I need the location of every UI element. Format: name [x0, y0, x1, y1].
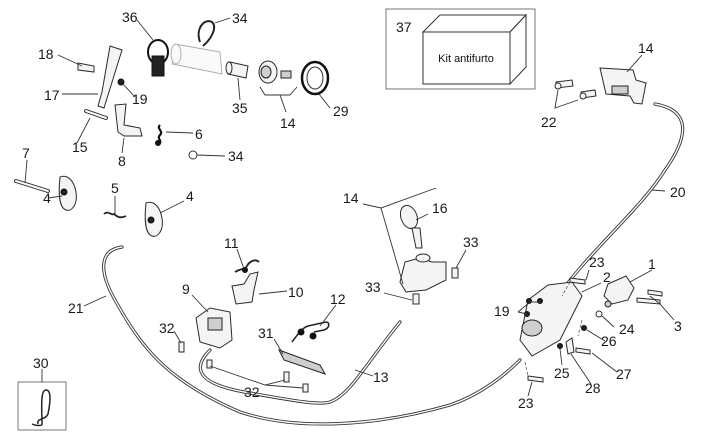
callout-23-top: 23	[589, 254, 605, 270]
washer-34	[188, 150, 198, 160]
nut-26	[581, 325, 587, 331]
callout-37: 37	[396, 19, 412, 35]
lever-10	[231, 271, 259, 305]
callout-34-mid: 34	[228, 148, 244, 164]
kit-antifurto-box: Kit antifurto	[385, 8, 536, 90]
callout-4-left: 4	[43, 190, 51, 206]
pin-18	[77, 62, 95, 73]
cable-13	[198, 320, 402, 405]
callout-17: 17	[44, 87, 60, 103]
callout-11: 11	[224, 235, 239, 251]
spring-5	[103, 211, 127, 219]
screw-23-top	[569, 277, 586, 285]
callout-8: 8	[118, 153, 126, 169]
callout-30: 30	[33, 355, 49, 371]
callout-32-bottom: 32	[244, 384, 260, 400]
callout-14-mid: 14	[343, 190, 359, 206]
small-parts	[524, 277, 603, 383]
latch-plate-14	[599, 67, 647, 105]
sleeve-35	[225, 61, 249, 79]
latch-4-right	[144, 201, 163, 237]
nut-25	[557, 343, 563, 349]
clip-28	[565, 337, 575, 355]
callout-22: 22	[541, 114, 557, 130]
callout-21: 21	[68, 300, 84, 316]
lock-36	[147, 39, 169, 77]
callout-19-right: 19	[494, 303, 510, 319]
spring-12	[291, 321, 330, 343]
callout-33-left: 33	[365, 279, 381, 295]
plate-31	[277, 349, 327, 375]
spring-11	[234, 259, 260, 273]
callout-32-left: 32	[159, 320, 175, 336]
callout-34-top: 34	[232, 10, 248, 26]
lock-cap-14	[258, 60, 292, 84]
lock-cylinder-housing	[170, 43, 223, 75]
nut-19-b	[537, 298, 543, 304]
cable-21	[102, 245, 522, 426]
callout-31: 31	[258, 325, 274, 341]
callout-7: 7	[22, 145, 30, 161]
callout-9: 9	[182, 281, 190, 297]
clip-box-30	[17, 381, 67, 431]
callout-4-right: 4	[186, 188, 194, 204]
callout-2: 2	[603, 269, 611, 285]
callout-36: 36	[122, 9, 138, 25]
spring-6	[155, 124, 163, 146]
lock-housing-2	[519, 281, 583, 357]
actuator-1	[603, 275, 635, 308]
callout-24: 24	[619, 321, 635, 337]
ring-29	[300, 60, 330, 96]
callout-3: 3	[674, 318, 682, 334]
callout-25: 25	[554, 365, 570, 381]
callout-19-top: 19	[132, 91, 148, 107]
kit-frame	[385, 8, 536, 90]
lever-17	[97, 45, 123, 109]
bracket-8	[114, 103, 143, 137]
clip-34	[197, 20, 216, 47]
screws-22	[554, 79, 597, 100]
screw-23-bottom	[527, 375, 544, 383]
kit-box-front	[422, 31, 511, 85]
callout-15: 15	[72, 139, 88, 155]
nut-19	[117, 78, 125, 86]
callout-20: 20	[670, 184, 686, 200]
kit-box-label: Kit antifurto	[438, 53, 494, 65]
callout-14-right: 14	[638, 40, 654, 56]
latch-4-left	[58, 175, 77, 211]
callout-35: 35	[232, 100, 248, 116]
callout-28: 28	[585, 380, 601, 396]
callout-29: 29	[333, 103, 349, 119]
callout-16: 16	[432, 200, 448, 216]
screw-27	[575, 347, 591, 355]
callout-14-top: 14	[280, 115, 296, 131]
leader-lines	[24, 17, 675, 397]
callout-13: 13	[373, 369, 389, 385]
callout-33-right: 33	[463, 234, 479, 250]
screws-3	[636, 289, 663, 305]
callout-6: 6	[195, 126, 203, 142]
callout-12: 12	[330, 291, 346, 307]
callout-26: 26	[601, 333, 617, 349]
lock-mechanism-9	[195, 307, 233, 349]
lock-body-14	[399, 253, 447, 293]
callout-18: 18	[38, 46, 54, 62]
callout-1: 1	[648, 256, 656, 272]
washer-24	[595, 310, 603, 318]
kit-box-top	[421, 14, 528, 33]
callout-23-bottom: 23	[518, 395, 534, 411]
cable-20	[553, 102, 685, 302]
callout-10: 10	[288, 284, 304, 300]
callout-5: 5	[111, 180, 119, 196]
key-16	[399, 204, 423, 249]
callout-27: 27	[616, 366, 632, 382]
callouts: 36 34 18 17 19 35 14 29 6 15 8 34 7 5 4 …	[22, 9, 686, 411]
